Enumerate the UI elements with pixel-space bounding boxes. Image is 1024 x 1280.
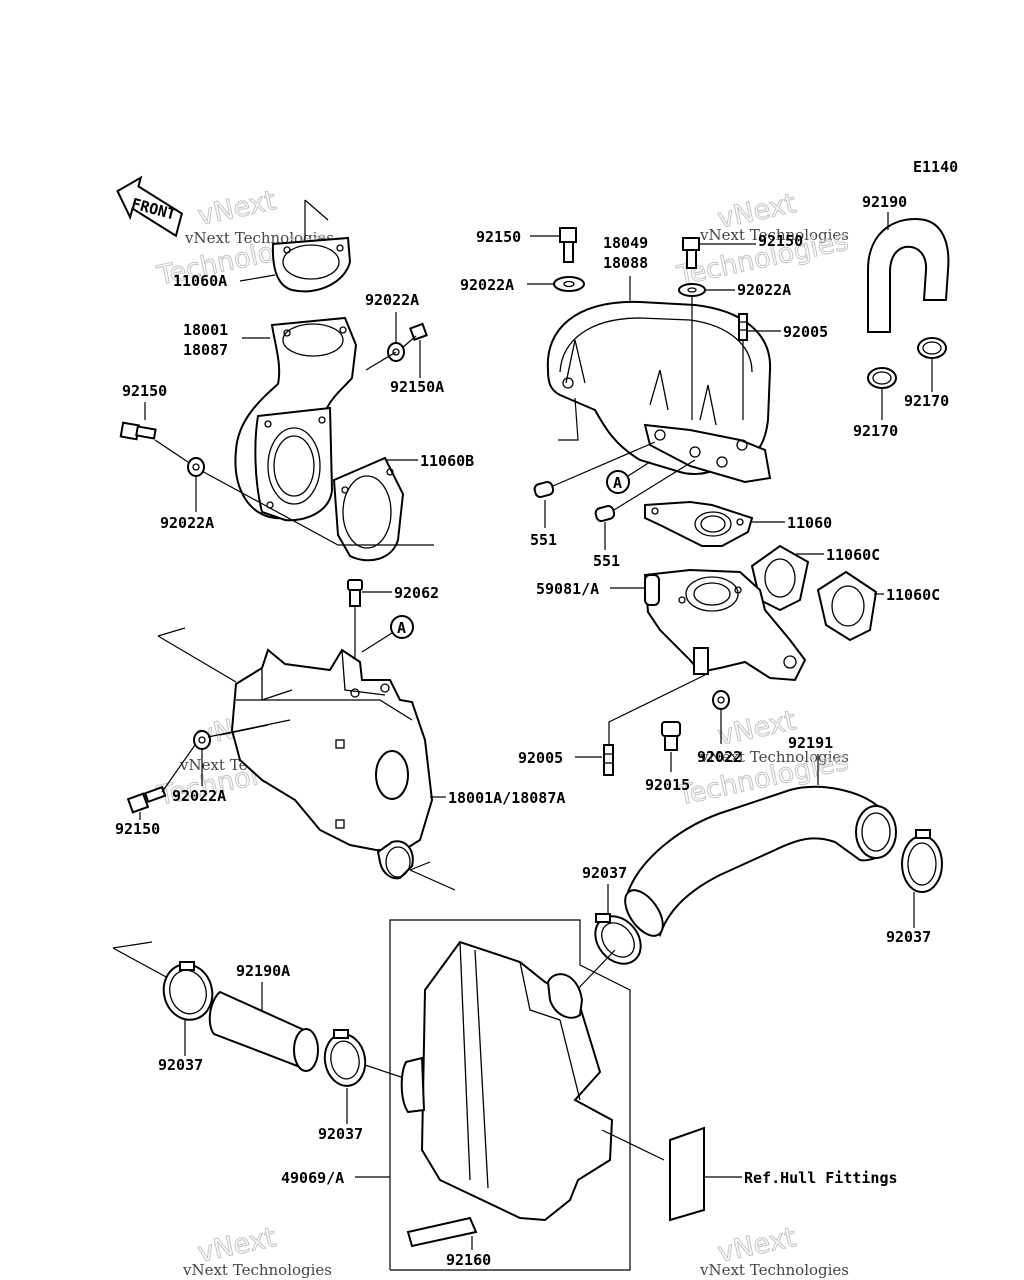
part-label-p551-2: 551 [593,552,620,570]
part-label-p551-1: 551 [530,531,557,549]
washer-92022A-lower [193,730,211,750]
part-label-p92150-1: 92150 [758,232,803,250]
part-label-p92150-2: 92150 [122,382,167,400]
clamp-92037-left [162,961,214,1021]
part-label-p92005-1: 92005 [783,323,828,341]
gasket-11060B [332,456,405,562]
washer-92022A-top-center [553,276,585,292]
part-label-ref-hull: Ref.Hull Fittings [744,1169,898,1187]
exhaust-pipe-18049 [546,300,772,484]
part-label-p92191: 92191 [788,734,833,752]
bolt-92150-lower [126,785,167,814]
part-label-p18049-18088-a: 18049 [603,234,648,252]
callout-A-lower: A [390,615,414,639]
clamp-92037-center [594,913,642,965]
part-label-p92170-2: 92170 [853,422,898,440]
part-label-p92022a-2: 92022A [160,514,214,532]
part-label-p92022a-3: 92022A [460,276,514,294]
part-label-p92037-2: 92037 [886,928,931,946]
muffler-49069 [389,919,631,1271]
clamp-92037-right [901,829,943,893]
part-label-callout-a2: A [397,619,406,637]
bolt-92150-upper-left [119,421,157,441]
part-label-p59081a: 59081/A [536,580,599,598]
part-label-p49069a: 49069/A [281,1169,344,1187]
watermark-text: vNext Technologies [699,1261,849,1279]
diagram-code: E1140 [913,158,958,176]
water-box-18001A [230,648,434,880]
front-arrow-icon: FRONT [116,175,184,238]
hull-fitting-ref [601,1126,705,1222]
washer-92022A-2 [187,457,205,477]
part-label-p11060: 11060 [787,514,832,532]
bolt-92150A [401,322,428,349]
dowel-551-left [533,481,555,499]
part-label-p18049-18088-b: 18088 [603,254,648,272]
callout-A-upper: A [606,470,630,494]
bolt-92150-top-right [682,237,700,269]
part-label-p92015: 92015 [645,776,690,794]
fitting-92062 [347,579,363,607]
hose-92191 [624,785,898,938]
clamp-92037-bottom [323,1029,367,1087]
plug-92015 [661,721,681,751]
part-label-p11060b: 11060B [420,452,474,470]
hose-92190 [867,218,950,333]
part-label-p92190a: 92190A [236,962,290,980]
part-label-p18001a-18087a: 18001A/18087A [448,789,565,807]
dowel-551-right [594,505,616,523]
part-label-callout-a1: A [613,474,622,492]
gasket-11060 [644,500,754,547]
fitting-92005-lower [603,744,614,776]
watermark-bottom-left: vNext vNext Technologies [182,1222,332,1279]
watermark-text: vNext Technologies [699,748,849,766]
part-label-p92037-1: 92037 [582,864,627,882]
watermark-bottom-right: vNext vNext Technologies [699,1222,849,1279]
part-label-p92150-4: 92150 [115,820,160,838]
bolt-92150-top-center [559,227,577,263]
part-label-p92022a-5: 92022A [172,787,226,805]
part-label-p92062: 92062 [394,584,439,602]
watermark-top-right: vNext vNext Technologies Technologies [674,188,852,293]
part-label-p92037-3: 92037 [158,1056,203,1074]
part-label-p92160: 92160 [446,1251,491,1269]
part-label-p18001-18087-a: 18001 [183,321,228,339]
part-label-p92037-4: 92037 [318,1125,363,1143]
part-label-p92170-1: 92170 [904,392,949,410]
strip-92160 [406,1216,478,1248]
part-label-p11060a: 11060A [173,272,227,290]
washer-92022A-top-right [678,283,706,297]
part-label-p92005-2: 92005 [518,749,563,767]
watermark-text: vNext Technologies [699,226,849,244]
gasket-11060C-2 [816,570,878,642]
watermark-text: vNext Technologies [182,1261,332,1279]
part-label-p92022: 92022 [697,748,742,766]
manifold-59081 [643,568,807,682]
watermark-text: vNext [715,705,799,752]
part-label-p92022a-4: 92022A [737,281,791,299]
part-label-p18001-18087-b: 18087 [183,341,228,359]
exhaust-elbow-18001 [234,316,358,522]
part-label-p92150a: 92150A [390,378,444,396]
washer-92022 [712,690,730,710]
part-label-p92190: 92190 [862,193,907,211]
part-label-p92022a-1: 92022A [365,291,419,309]
part-label-p11060c-1: 11060C [826,546,880,564]
watermark-text: vNext [195,185,279,232]
fitting-92005-top [738,313,748,341]
part-label-p11060c-2: 11060C [886,586,940,604]
clamp-92170-right [917,337,947,359]
part-label-p92150-3: 92150 [476,228,521,246]
hose-92190A [208,990,319,1072]
clamp-92170-left [867,367,897,389]
gasket-11060A [271,236,352,293]
